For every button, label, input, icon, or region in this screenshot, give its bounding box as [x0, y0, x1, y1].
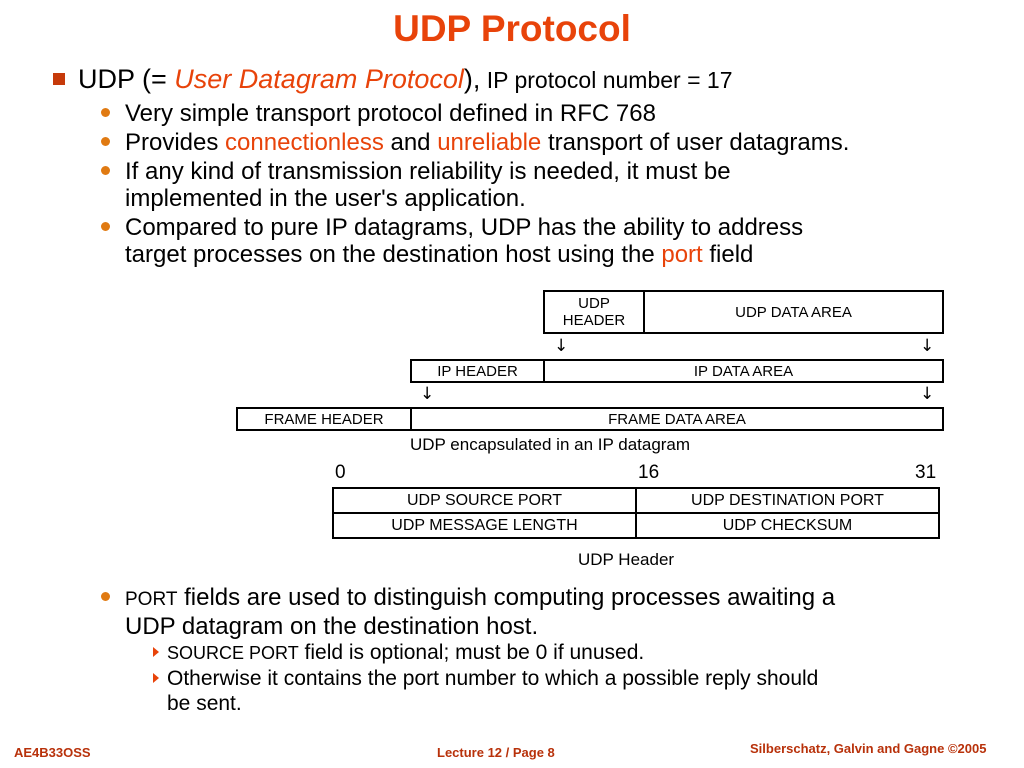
footer-copyright: Silberschatz, Galvin and Gagne ©2005: [750, 741, 987, 756]
ip-data-box: IP DATA AREA: [543, 359, 944, 383]
frame-header-box: FRAME HEADER: [236, 407, 412, 431]
b3-unreliable: unreliable: [437, 129, 542, 156]
footer-course: AE4B33OSS: [14, 745, 91, 760]
checksum-cell: UDP CHECKSUM: [635, 512, 940, 539]
b1-mid: ),: [463, 64, 481, 94]
bullet-port-fields: PORT fields are used to distinguish comp…: [125, 584, 835, 640]
arrow-bullet-icon: [153, 673, 159, 683]
b5-line1: Compared to pure IP datagrams, UDP has t…: [125, 214, 804, 241]
b6-line1-rest: fields are used to distinguish computing…: [177, 584, 836, 611]
down-arrow-icon: ↓: [920, 336, 935, 356]
bullet-udp-definition: UDP (= User Datagram Protocol), IP proto…: [78, 64, 732, 95]
encap-caption: UDP encapsulated in an IP datagram: [410, 435, 691, 454]
footer-page: Lecture 12 / Page 8: [437, 745, 555, 760]
slide-title: UDP Protocol: [393, 8, 631, 49]
bullet-compared: Compared to pure IP datagrams, UDP has t…: [125, 214, 803, 268]
dot-bullet-icon: [101, 137, 110, 146]
b3-connectionless: connectionless: [225, 129, 384, 156]
b5-line2-pre: target processes on the destination host…: [125, 241, 662, 268]
s1-rest: field is optional; must be 0 if unused.: [298, 641, 645, 664]
b3-post: transport of user datagrams.: [541, 129, 850, 156]
b5-port: port: [661, 241, 703, 268]
bit-label-0: 0: [335, 462, 346, 483]
down-arrow-icon: ↓: [554, 336, 569, 356]
b3-pre: Provides: [125, 129, 226, 156]
bullet-source-port: SOURCE PORT field is optional; must be 0…: [167, 640, 644, 666]
bullet-rfc: Very simple transport protocol defined i…: [125, 100, 656, 127]
bit-label-16: 16: [638, 462, 660, 483]
frame-data-box: FRAME DATA AREA: [410, 407, 944, 431]
bullet-reliability: If any kind of transmission reliability …: [125, 158, 731, 212]
message-length-cell: UDP MESSAGE LENGTH: [332, 512, 637, 539]
bullet-connectionless: Provides connectionless and unreliable t…: [125, 129, 849, 156]
dot-bullet-icon: [101, 166, 110, 175]
dot-bullet-icon: [101, 222, 110, 231]
s2-line1: Otherwise it contains the port number to…: [167, 667, 819, 690]
b4-line1: If any kind of transmission reliability …: [125, 158, 731, 185]
b1-pre: UDP (=: [78, 64, 175, 94]
ip-header-box: IP HEADER: [410, 359, 545, 383]
b3-mid: and: [383, 129, 438, 156]
b1-italic: User Datagram Protocol: [174, 64, 464, 94]
b1-post: IP protocol number = 17: [480, 67, 733, 93]
dot-bullet-icon: [101, 592, 110, 601]
arrow-bullet-icon: [153, 647, 159, 657]
destination-port-cell: UDP DESTINATION PORT: [635, 487, 940, 514]
dot-bullet-icon: [101, 108, 110, 117]
b4-line2: implemented in the user's application.: [125, 185, 526, 212]
square-bullet-icon: [53, 73, 65, 85]
b5-line2-post: field: [702, 241, 754, 268]
udp-header-box: UDP HEADER: [543, 290, 645, 334]
bullet-reply-port: Otherwise it contains the port number to…: [167, 666, 818, 716]
down-arrow-icon: ↓: [420, 384, 435, 404]
bit-label-31: 31: [915, 462, 937, 483]
down-arrow-icon: ↓: [920, 384, 935, 404]
b6-line2: UDP datagram on the destination host.: [125, 613, 539, 640]
udp-header-caption: UDP Header: [578, 550, 675, 569]
s2-line2: be sent.: [167, 692, 242, 715]
source-port-cell: UDP SOURCE PORT: [332, 487, 637, 514]
b6-port: PORT: [125, 589, 178, 610]
udp-data-box: UDP DATA AREA: [643, 290, 944, 334]
s1-source-port: SOURCE PORT: [167, 643, 299, 663]
